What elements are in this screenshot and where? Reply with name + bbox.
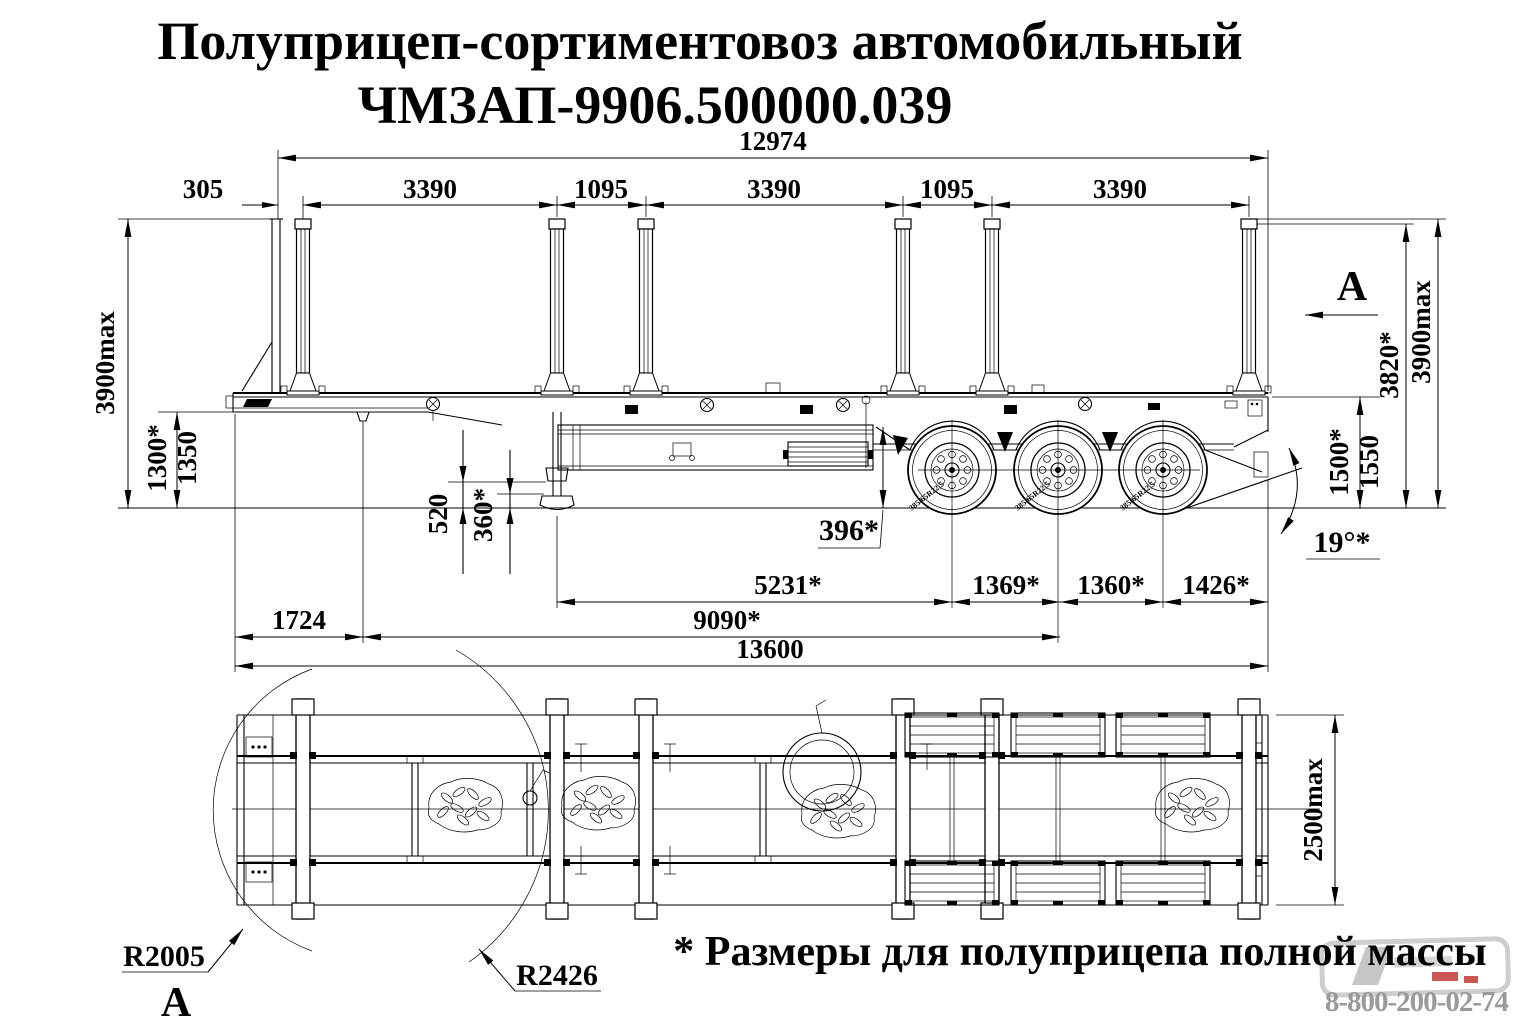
dim-support-clearance: 520 — [423, 494, 453, 535]
dimension-plan-width: 2500max — [1276, 714, 1344, 906]
dim-fifth-wheel: 1350 — [172, 431, 202, 485]
dim-axle-spacing-1: 1369* — [972, 570, 1040, 600]
dimensions-bottom: 5231* 1369* 1360* 1426* 1724 9090* 13600 — [234, 414, 1269, 672]
spare-wheel — [782, 699, 862, 812]
plan-frame — [232, 714, 1320, 906]
footnote: * Размеры для полуприцепа полной массы — [673, 929, 1487, 975]
dimensions-top: 12974 305 3390 1095 3390 1095 3390 — [183, 126, 1269, 391]
dim-stake-top-laden: 3820* — [1374, 331, 1404, 399]
rear-lamp-bracket — [1247, 399, 1263, 417]
dim-bay-a: 3390 — [403, 174, 457, 204]
dimensions-left: 3900max 1300* 1350 — [90, 218, 272, 508]
manufacturer-logo-plate — [243, 399, 272, 407]
phone-number: 8-800-200-02-74 — [1324, 986, 1509, 1018]
dim-stakes-overall: 12974 — [739, 126, 807, 156]
section-label-plan: A — [161, 980, 192, 1026]
dim-height-right-max: 3900max — [1406, 280, 1436, 384]
dim-bay-c: 3390 — [1093, 174, 1147, 204]
dim-overall-length: 13600 — [736, 634, 804, 664]
dim-rear-height-laden: 1500* — [1324, 428, 1354, 496]
dim-bay-b: 3390 — [747, 174, 801, 204]
label-radius-front: R2005 — [123, 940, 205, 973]
dim-departure-angle: 19°* — [1314, 526, 1371, 559]
dimensions-right: A 1500* 1550 3820* 3900max — [1257, 218, 1446, 508]
dim-height-left-max: 3900max — [90, 311, 120, 415]
dim-front-to-kingpin: 1724 — [272, 605, 326, 635]
fenders — [875, 420, 1263, 473]
drawing-title-line1: Полуприцеп-сортиментовоз автомобильный — [157, 11, 1243, 71]
arc-rear-radius — [455, 649, 549, 963]
plan-view: R2005 R2426 A 2500max — [122, 649, 1344, 1026]
drawing-title-line2: ЧМЗАП-9906.500000.039 — [357, 75, 953, 135]
side-view: 19°* 12974 305 3 — [90, 126, 1446, 672]
dim-fifth-wheel-laden: 1300* — [142, 424, 172, 492]
front-rack — [241, 218, 283, 393]
dim-rear-height: 1550 — [1354, 435, 1384, 489]
stakes — [280, 218, 1272, 396]
dimensions-support: 520 360* — [423, 430, 546, 574]
dim-width-max: 2500max — [1298, 758, 1328, 862]
dim-support-to-axle1: 5231* — [754, 570, 822, 600]
trailer-frame-side — [225, 382, 1269, 478]
watermark-logo — [1319, 936, 1511, 998]
kingpin — [356, 411, 370, 422]
swing-radii: R2005 R2426 A — [122, 649, 601, 1026]
dim-kingpin-to-axle2: 9090* — [693, 605, 761, 635]
dimension-frame-clearance: 396* — [818, 427, 887, 549]
landing-gear — [539, 412, 575, 511]
dim-axle-spacing-2: 1360* — [1077, 570, 1145, 600]
plan-axles-tires — [904, 712, 1211, 906]
departure-angle: 19°* — [1177, 447, 1380, 560]
arc-front-radius — [212, 668, 313, 952]
label-radius-rear: R2426 — [516, 959, 598, 992]
dim-gap-a: 1095 — [574, 174, 628, 204]
dim-rear-overhang: 1426* — [1182, 570, 1250, 600]
section-label-side: A — [1337, 264, 1368, 310]
dim-support-clearance-laden: 360* — [468, 488, 498, 542]
dim-gap-b: 1095 — [920, 174, 974, 204]
dim-frame-clearance: 396* — [819, 514, 879, 547]
dim-post-to-stake: 305 — [183, 174, 224, 204]
